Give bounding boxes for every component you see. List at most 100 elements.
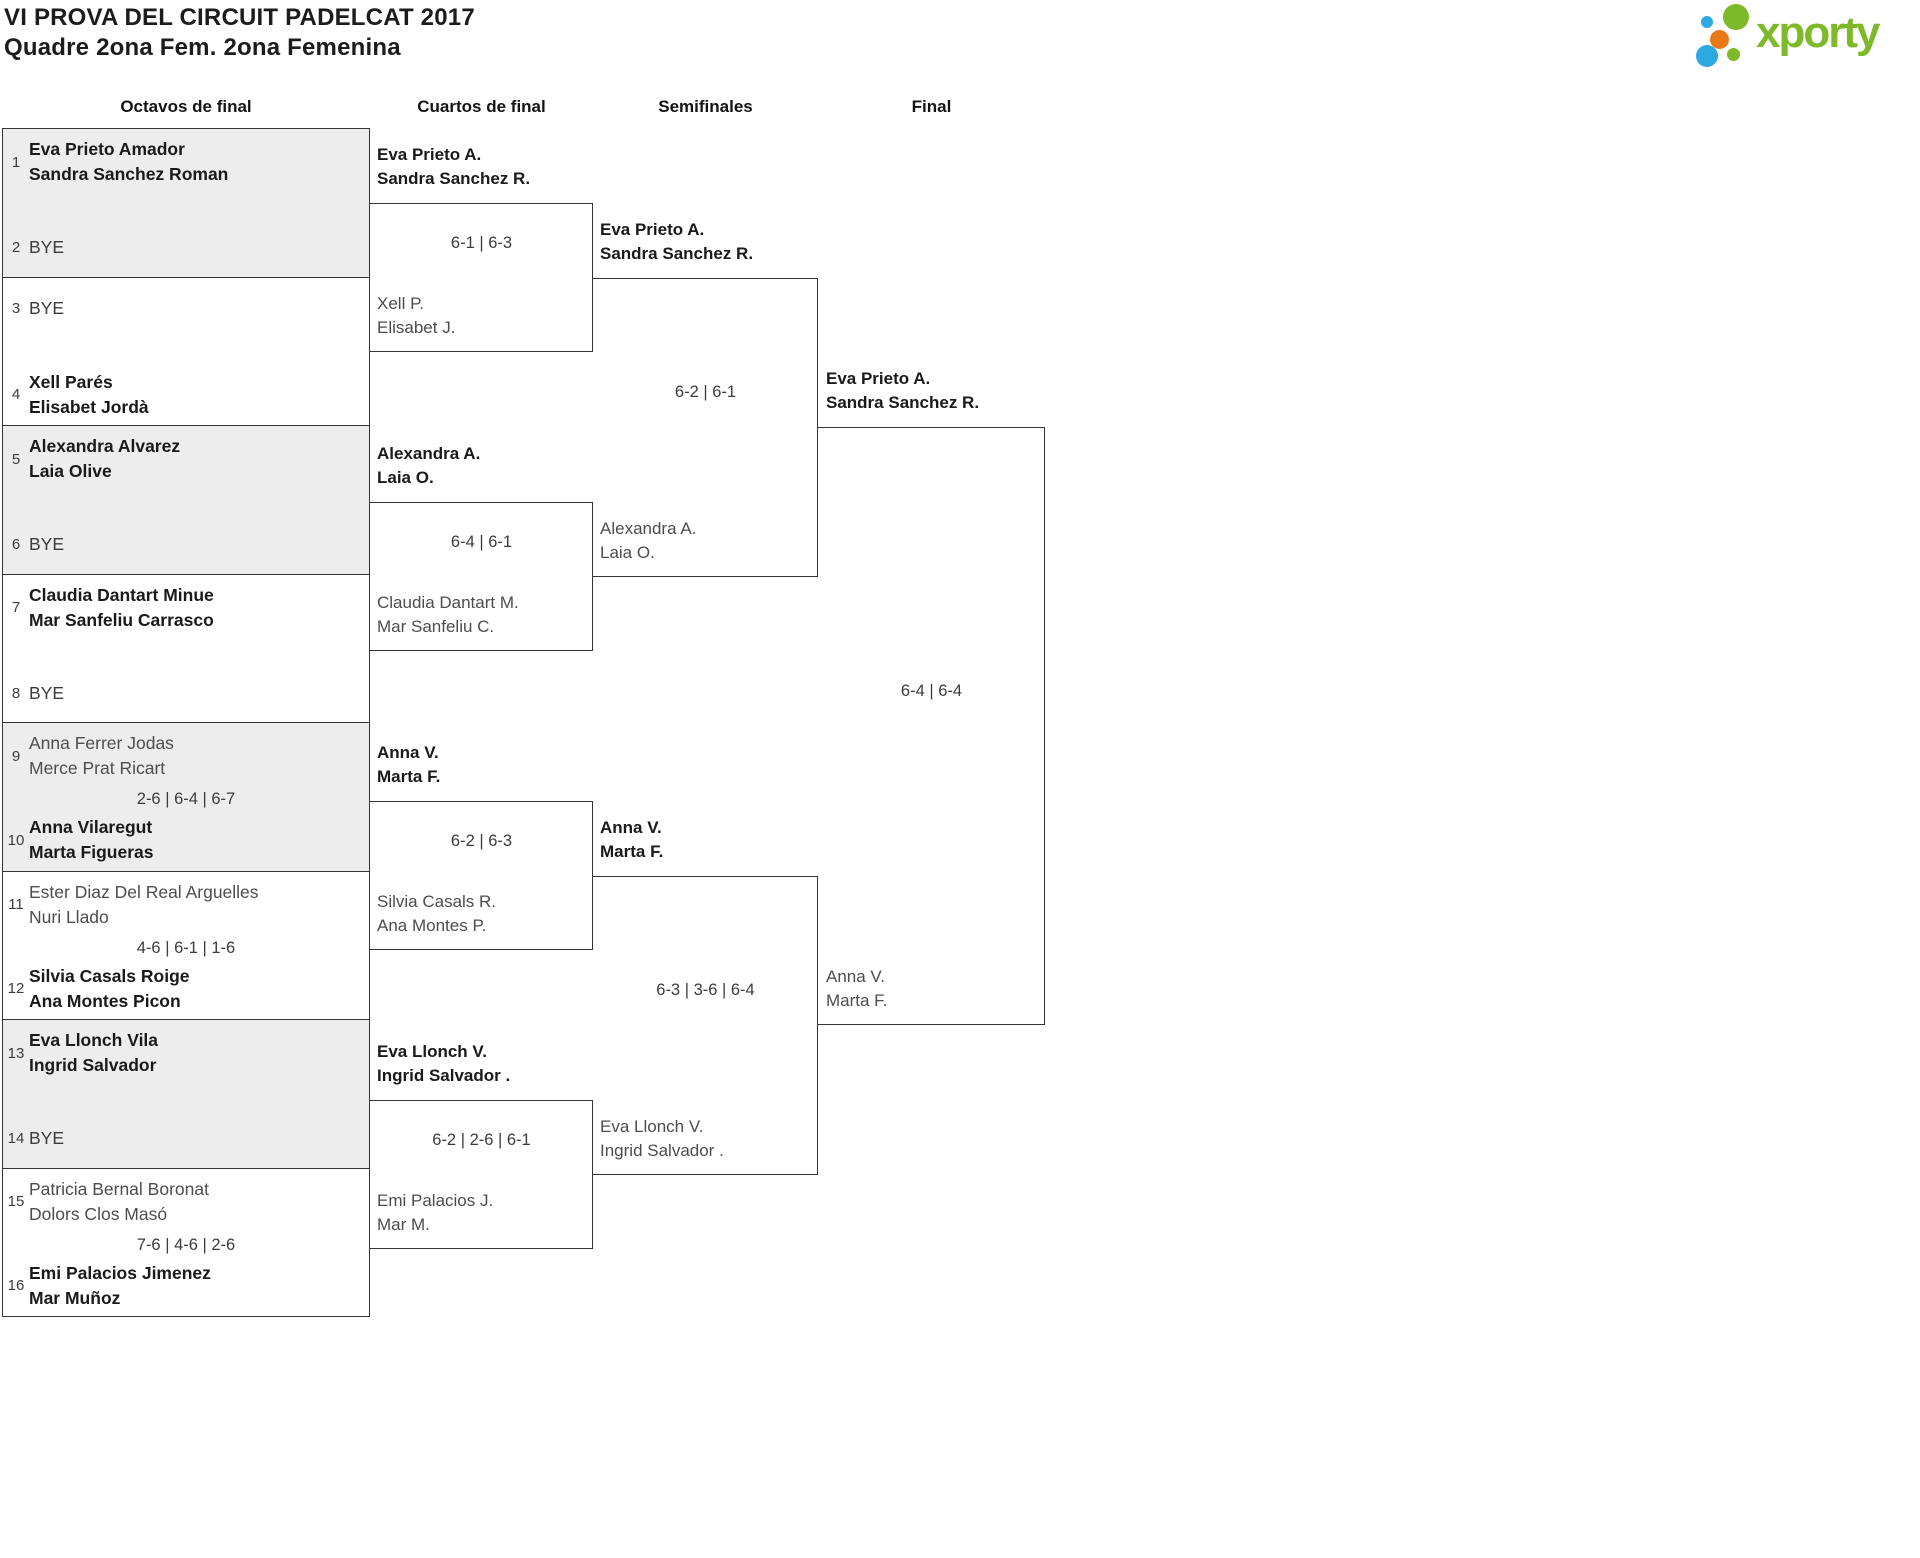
team-name: Xell Parés	[29, 371, 113, 392]
qf1-loser-team[interactable]: Xell P.Elisabet J.	[377, 294, 456, 337]
match-score: 4-6 | 6-1 | 1-6	[136, 938, 236, 957]
logo-dot-icon	[1710, 30, 1729, 49]
sf1-winner-team[interactable]: Eva Prieto A.Sandra Sanchez R.	[600, 220, 754, 263]
team-name: Nuri Llado	[29, 906, 109, 927]
team-entry: 2 BYE	[3, 235, 369, 260]
team-name: Ingrid Salvador	[29, 1055, 157, 1075]
sf2-loser-team[interactable]: Eva Llonch V.Ingrid Salvador .	[600, 1117, 724, 1160]
sf1-score: 6-2 | 6-1	[674, 383, 737, 401]
final-loser-team[interactable]: Anna V.Marta F.	[826, 967, 888, 1010]
round-header-semifinales: Semifinales	[658, 97, 753, 116]
logo-dot-icon	[1723, 4, 1749, 30]
team-name: Eva Prieto Amador	[29, 139, 185, 159]
qf3-loser-team[interactable]: Silvia Casals R.Ana Montes P.	[377, 892, 497, 935]
match-score: 7-6 | 4-6 | 2-6	[136, 1235, 236, 1254]
team-name: Silvia Casals Roige	[29, 965, 190, 986]
logo-dot-icon	[1696, 45, 1718, 67]
bye-label: BYE	[29, 237, 65, 257]
qf3-winner-team[interactable]: Anna V.Marta F.	[377, 743, 441, 786]
bye-label: BYE	[29, 682, 65, 703]
seed-number: 14	[7, 1130, 25, 1147]
team-name: Anna Vilaregut	[29, 817, 153, 837]
seed-number: 10	[7, 831, 25, 849]
seed-number: 9	[11, 747, 21, 765]
team-entry: 14 BYE	[3, 1126, 369, 1151]
team-name: Anna Ferrer Jodas	[29, 733, 174, 753]
team-entry: 3 BYE	[3, 296, 369, 321]
seed-number: 11	[8, 896, 24, 913]
connector-qf3	[370, 800, 593, 950]
qf4-loser-team[interactable]: Emi Palacios J.Mar M.	[377, 1191, 494, 1234]
match-score: 2-6 | 6-4 | 6-7	[136, 790, 236, 808]
sf2-score: 6-3 | 3-6 | 6-4	[656, 981, 755, 999]
qf2-loser-team[interactable]: Claudia Dantart M.Mar Sanfeliu C.	[377, 593, 519, 636]
logo-wordmark: xporty	[1756, 8, 1880, 57]
connector-qf1	[370, 202, 593, 352]
connector-sf1	[593, 277, 818, 577]
team-name: Patricia Bernal Boronat	[29, 1178, 209, 1199]
team-name: Marta Figueras	[29, 842, 154, 862]
team-entry: 8 BYE	[3, 681, 369, 706]
seed-number: 7	[11, 599, 21, 616]
final-score: 6-4 | 6-4	[900, 682, 963, 700]
connector-sf2	[593, 875, 818, 1175]
seed-number: 13	[7, 1044, 25, 1062]
qf2-score: 6-4 | 6-1	[450, 533, 513, 551]
seed-number: 1	[11, 153, 21, 171]
seed-number: 15	[7, 1193, 25, 1210]
seed-number: 2	[11, 239, 21, 256]
team-name: Dolors Clos Masó	[29, 1203, 168, 1224]
team-name: Ester Diaz Del Real Arguelles	[29, 881, 259, 902]
team-name: Merce Prat Ricart	[29, 758, 166, 778]
qf3-score: 6-2 | 6-3	[450, 832, 513, 850]
connector-qf4	[370, 1099, 593, 1249]
round-header-cuartos: Cuartos de final	[417, 97, 546, 116]
page-subtitle: Quadre 2ona Fem. 2ona Femenina	[4, 34, 401, 61]
sf2-winner-team[interactable]: Anna V.Marta F.	[600, 818, 664, 861]
seed-number: 4	[11, 386, 21, 403]
bye-label: BYE	[29, 297, 65, 318]
team-name: Sandra Sanchez Roman	[29, 164, 229, 184]
sf1-loser-team[interactable]: Alexandra A.Laia O.	[600, 519, 697, 562]
qf1-winner-team[interactable]: Eva Prieto A.Sandra Sanchez R.	[377, 145, 531, 188]
team-entry: 6 BYE	[3, 532, 369, 557]
team-name: Claudia Dantart Minue	[29, 584, 214, 605]
final-winner-team[interactable]: Eva Prieto A.Sandra Sanchez R.	[826, 369, 980, 412]
team-name: Laia Olive	[29, 461, 112, 481]
qf2-winner-team[interactable]: Alexandra A.Laia O.	[377, 444, 481, 487]
logo-dot-icon	[1727, 48, 1740, 61]
round-header-final: Final	[911, 97, 952, 116]
seed-number: 12	[7, 980, 25, 997]
team-name: Eva Llonch Vila	[29, 1030, 159, 1050]
qf4-winner-team[interactable]: Eva Llonch V.Ingrid Salvador .	[377, 1042, 511, 1085]
round-header-octavos: Octavos de final	[120, 97, 252, 116]
bye-label: BYE	[29, 1128, 65, 1148]
seed-number: 5	[11, 450, 21, 468]
team-name: Elisabet Jordà	[29, 396, 149, 417]
page-title: VI PROVA DEL CIRCUIT PADELCAT 2017	[4, 4, 475, 31]
seed-number: 3	[11, 299, 21, 317]
team-name: Mar Sanfeliu Carrasco	[29, 609, 214, 630]
logo-dot-icon	[1701, 16, 1713, 28]
connector-final	[818, 427, 1045, 1025]
connector-qf2	[370, 501, 593, 651]
